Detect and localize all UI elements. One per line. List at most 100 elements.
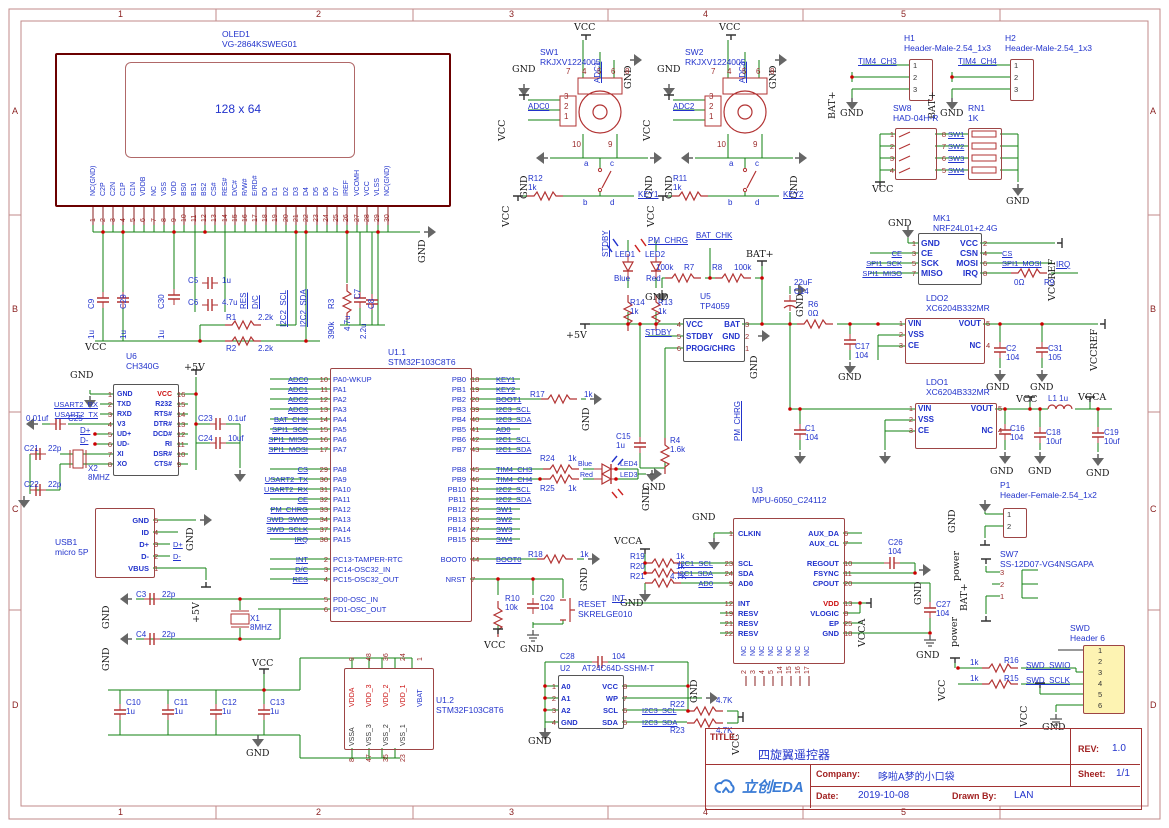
r2-ref[interactable]: R2 [226,344,237,353]
swd-body[interactable] [1083,645,1125,714]
u1b-body[interactable] [344,668,434,750]
r19-ref[interactable]: R19 [630,552,645,561]
led3-ref[interactable]: LED3 [620,472,638,479]
c28-ref[interactable]: C28 [560,652,575,661]
c23-ref[interactable]: C23 [198,414,213,423]
r3-ref[interactable]: R3 [327,298,336,309]
h1-body[interactable] [909,59,933,101]
oled-body[interactable] [55,53,451,207]
c5-ref[interactable]: C5 [188,276,199,285]
u2-ref[interactable]: U2 [560,664,571,673]
u6-body[interactable] [113,384,179,476]
r16-ref[interactable]: R16 [1004,656,1019,665]
sheet-value[interactable]: 1/1 [1116,768,1130,779]
c22-ref[interactable]: C22 [24,480,39,489]
c6-ref[interactable]: C6 [188,298,199,307]
mk1-body[interactable] [918,233,982,285]
ldo2-body[interactable] [905,318,985,364]
r9-ref[interactable]: R9 [1044,278,1055,287]
rn1-body[interactable] [968,128,1002,180]
sw8-body[interactable] [895,128,937,180]
r15-ref[interactable]: R15 [1004,674,1019,683]
c25-ref[interactable]: C25 [68,414,83,423]
c30-ref[interactable]: C30 [157,294,166,309]
c21-ref[interactable]: C21 [24,444,39,453]
r25-ref[interactable]: R25 [540,484,555,493]
r22-ref[interactable]: R22 [670,700,685,709]
ldo1-body[interactable] [915,403,997,449]
r24-ref[interactable]: R24 [540,454,555,463]
c3-ref[interactable]: C3 [136,590,147,599]
r20-ref[interactable]: R20 [630,562,645,571]
title-value[interactable]: 四旋翼遥控器 [758,748,831,762]
l1-label[interactable]: L1 1u [1048,394,1068,403]
rev-value[interactable]: 1.0 [1112,743,1126,754]
drawnby-value[interactable]: LAN [1014,790,1034,801]
led1-ref[interactable]: LED1 [615,250,636,259]
u3-body[interactable] [733,518,845,664]
p1-body[interactable] [1003,508,1027,538]
r1-ref[interactable]: R1 [226,313,237,322]
r23-ref[interactable]: R23 [670,726,685,735]
r21-ref[interactable]: R21 [630,572,645,581]
c8-ref[interactable]: C8 [367,298,376,309]
u5-body[interactable] [683,318,745,362]
h2-body[interactable] [1010,59,1034,101]
r7-ref[interactable]: R7 [684,263,695,272]
r8-ref[interactable]: R8 [712,263,723,272]
c9-ref[interactable]: C9 [87,298,96,309]
company-value[interactable]: 哆啦A梦的小口袋 [878,772,955,783]
date-value[interactable]: 2019-10-08 [858,790,910,801]
c4-ref[interactable]: C4 [136,630,147,639]
r18-ref[interactable]: R18 [528,550,543,559]
u2-body[interactable] [558,675,624,729]
led2-ref[interactable]: LED2 [645,250,666,259]
led4-ref[interactable]: LED4 [620,461,638,468]
r17-ref[interactable]: R17 [530,390,545,399]
c29-ref[interactable]: C29 [119,294,128,309]
